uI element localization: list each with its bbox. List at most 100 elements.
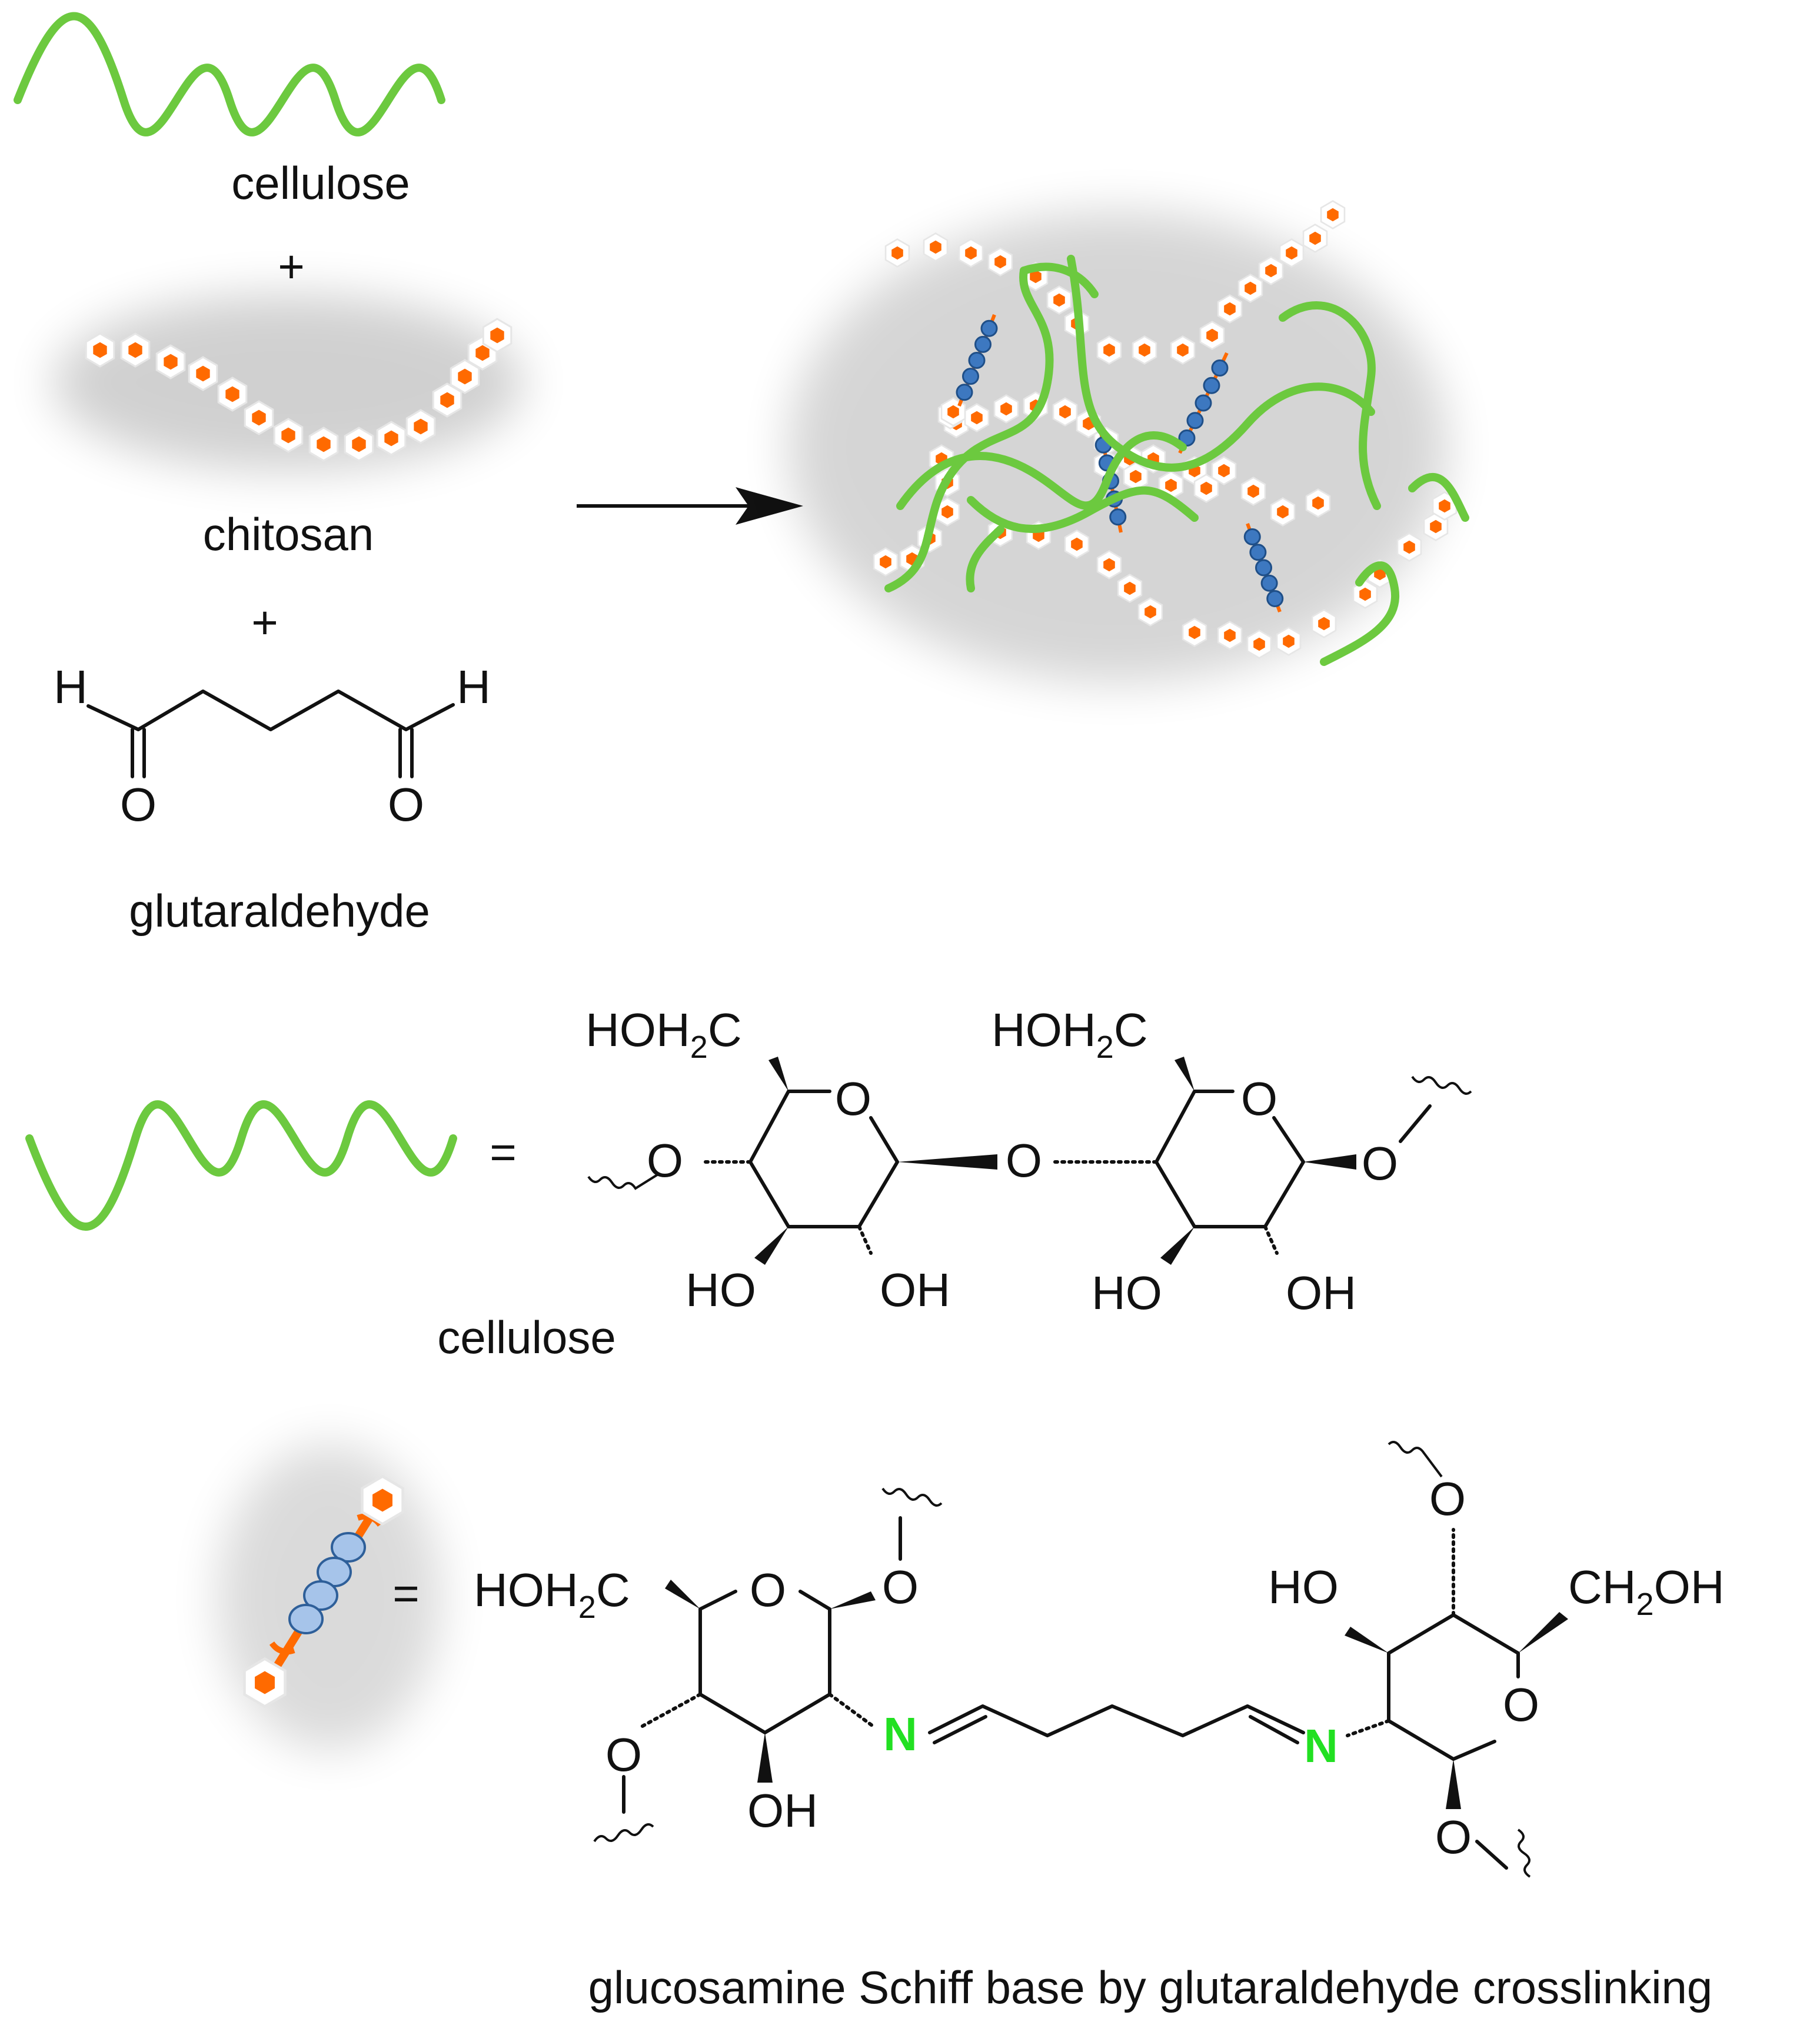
glutaraldehyde-label: glutaraldehyde [129, 885, 430, 937]
network-chitosan-unit [1311, 609, 1337, 638]
network-chitosan-unit [1396, 532, 1422, 562]
chitosan-unit [188, 356, 218, 391]
network-chitosan-unit [1279, 238, 1305, 268]
crosslinker-bead [1249, 544, 1267, 561]
crosslinker-bead [1243, 528, 1261, 545]
crosslinker-bead [962, 368, 979, 385]
crosslinker-bead [1178, 429, 1196, 447]
ring-oxygen-2: O [1241, 1073, 1277, 1125]
network-chitosan-unit [1193, 474, 1219, 503]
network-chitosan-unit [1320, 200, 1346, 229]
ch2oh-label-1: HOH2C [585, 1004, 742, 1065]
cellulose-wave-bottom [25, 1100, 457, 1231]
hydroxyl-ho-right: HO [1268, 1561, 1339, 1613]
equals-crosslink: = [392, 1567, 420, 1619]
imine-nitrogen-left: N [883, 1708, 917, 1760]
crosslinker-bead [1109, 508, 1127, 526]
crosslinker-bead [1260, 574, 1278, 592]
glycosidic-oxygen-right: O [1362, 1137, 1398, 1190]
crosslinker-bead [980, 319, 998, 337]
atom-h-left: H [54, 661, 88, 713]
crosslinker-bead [956, 384, 973, 401]
network-chitosan-unit [1170, 335, 1196, 365]
chitosan-unit [120, 332, 151, 368]
crosslinked-network [788, 200, 1469, 682]
ether-oxygen-top-right: O [1429, 1473, 1466, 1525]
hydroxyl-oh-left: OH [747, 1784, 818, 1837]
ring-oxygen-left: O [750, 1564, 786, 1616]
hydroxyl-oh-2: OH [1286, 1267, 1356, 1319]
chitosan-unit [273, 418, 304, 453]
atom-o-right: O [388, 778, 424, 831]
figure-caption: glucosamine Schiff base by glutaraldehyd… [588, 1961, 1713, 2013]
network-chitosan-unit [1123, 462, 1149, 491]
network-chitosan-unit [1064, 529, 1090, 559]
glutaraldehyde-structure: H H O O [54, 661, 491, 831]
network-chitosan-unit [1137, 597, 1163, 627]
crosslinker-bead [1255, 559, 1272, 577]
crosslinker-bead [968, 352, 986, 369]
chitosan-unit [217, 377, 248, 412]
chitosan-unit [308, 427, 339, 462]
imine-nitrogen-right: N [1304, 1720, 1338, 1772]
plus-sign-1: + [278, 241, 305, 292]
glycosidic-oxygen-left: O [647, 1134, 683, 1187]
anomeric-oxygen-left: O [882, 1561, 919, 1613]
cellulose-label-top: cellulose [231, 157, 410, 209]
network-chitosan-unit [923, 232, 949, 262]
network-chitosan-unit [1117, 574, 1143, 603]
crosslinker-key-bead [303, 1580, 338, 1611]
chitosan-unit [155, 344, 186, 379]
schiff-base-structure: HOH2C O O O OH N N HO O CH2OH O O [474, 1441, 1725, 1878]
network-chitosan-unit [964, 403, 990, 432]
network-chitosan-unit [993, 394, 1019, 424]
network-crosslinker [1094, 429, 1127, 533]
network-crosslinker [1243, 522, 1284, 613]
ring-oxygen-1: O [835, 1073, 871, 1125]
network-chitosan-unit [1302, 224, 1328, 253]
cellulose-wave-top [14, 12, 445, 136]
chitosan-unit [85, 332, 115, 368]
network-chitosan-unit [1199, 321, 1225, 350]
equals-cellulose: = [490, 1126, 517, 1178]
network-chitosan-unit [873, 547, 899, 577]
chitosan-unit [344, 427, 374, 462]
network-chitosan-unit [987, 247, 1013, 277]
chitosan-unit [244, 400, 274, 435]
crosslinker-key-icon [218, 1444, 441, 1750]
crosslinker-key-bead [331, 1532, 366, 1563]
network-chitosan-unit [1217, 621, 1243, 650]
network-crosslinker [1178, 352, 1229, 454]
network-chitosan-unit [1096, 335, 1122, 365]
network-chitosan-unit [1270, 497, 1296, 527]
network-chitosan-unit [1305, 488, 1331, 518]
network-chitosan-unit [1237, 274, 1263, 303]
glycosidic-oxygen-bridge: O [1006, 1134, 1042, 1187]
network-chitosan-unit [1182, 618, 1207, 647]
network-chitosan-unit [1258, 256, 1284, 285]
hydroxyl-ho-1: HO [686, 1264, 756, 1316]
ch2oh-label-2: HOH2C [991, 1004, 1148, 1065]
cellulose-label-bottom: cellulose [437, 1311, 616, 1363]
network-chitosan-unit [1276, 627, 1302, 656]
network-chitosan-unit [1132, 335, 1157, 365]
network-chitosan-unit [958, 238, 984, 268]
atom-h-right: H [457, 661, 491, 713]
ch2oh-label-right: CH2OH [1568, 1561, 1725, 1622]
hydroxyl-ho-2: HO [1092, 1267, 1162, 1319]
crosslinker-bead [1186, 412, 1204, 429]
crosslinker-bead [1203, 377, 1220, 394]
chitosan-unit [482, 318, 513, 353]
network-chitosan-unit [1217, 294, 1243, 324]
network-chitosan-unit [1046, 285, 1072, 315]
network-chitosan-unit [1052, 397, 1078, 427]
crosslinker-bead [974, 335, 991, 353]
network-chitosan-unit [1246, 630, 1272, 659]
hydroxyl-oh-1: OH [880, 1264, 950, 1316]
chitosan-unit [405, 409, 436, 444]
plus-sign-2: + [251, 597, 278, 648]
crosslinker-key-bead [288, 1604, 324, 1634]
crosslinker-bead [1266, 590, 1284, 607]
chitosan-label: chitosan [203, 508, 374, 560]
